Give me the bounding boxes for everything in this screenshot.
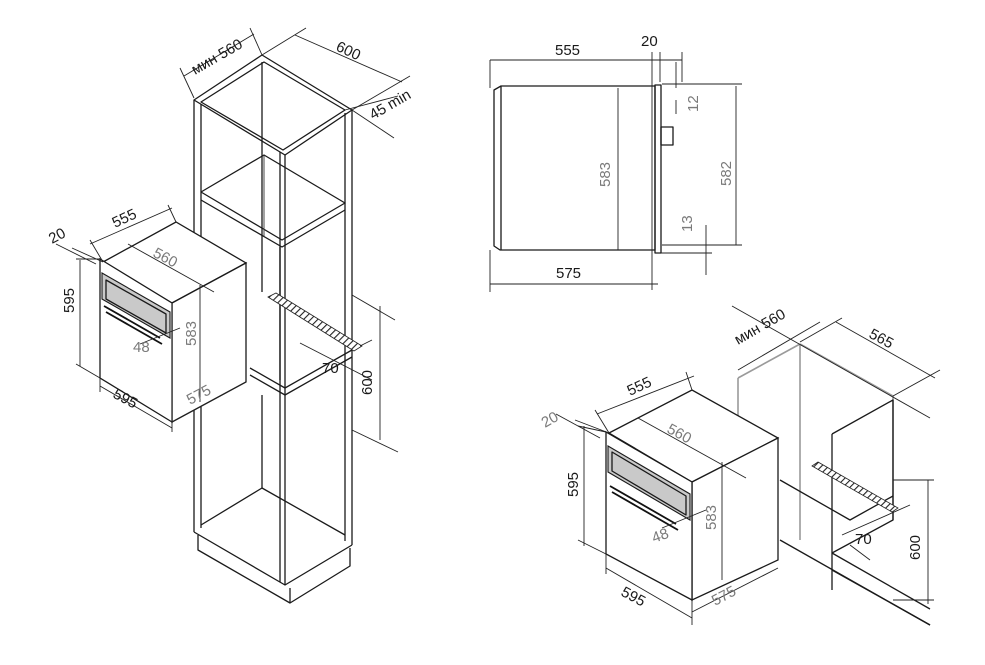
a-top-depth-label: 555 <box>110 206 140 232</box>
a-front-offset-label: 20 <box>46 225 69 248</box>
cab-depth-label: 600 <box>333 38 363 64</box>
niche-cabinet <box>737 343 931 626</box>
oven-right <box>605 389 780 602</box>
n-vent-label: 70 <box>855 531 872 548</box>
cab-vent-label: 70 <box>322 360 339 377</box>
oven-side-view <box>493 84 674 254</box>
s-body-height-label: 583 <box>597 162 614 187</box>
b-height-label: 595 <box>565 472 582 497</box>
b-width-label: 595 <box>618 584 648 611</box>
cab-gap-label: 45 min <box>367 86 414 123</box>
oven-side-dimensions: 555 20 12 583 582 13 575 <box>489 33 742 292</box>
s-bottom-depth-label: 575 <box>556 265 581 282</box>
s-top-offset-label: 12 <box>685 95 702 112</box>
s-bottom-offset-label: 13 <box>679 215 696 232</box>
oven-left <box>99 221 248 424</box>
b-top-depth-label: 555 <box>625 374 655 400</box>
s-front-label: 20 <box>641 33 658 50</box>
b-front-offset-label: 20 <box>539 408 562 431</box>
b-inner-height-label: 583 <box>703 505 720 530</box>
s-total-height-label: 582 <box>718 161 735 186</box>
tall-cabinet <box>193 54 363 604</box>
n-min-width-label: мин 560 <box>732 306 789 349</box>
n-height-label: 600 <box>907 535 924 560</box>
b-handle-label: 48 <box>650 525 671 547</box>
n-depth-label: 565 <box>866 326 896 353</box>
a-inner-height-label: 583 <box>183 321 200 346</box>
s-depth-label: 555 <box>555 42 580 59</box>
cab-height-label: 600 <box>359 370 376 395</box>
a-height-label: 595 <box>61 288 78 313</box>
a-handle-label: 48 <box>133 339 150 356</box>
